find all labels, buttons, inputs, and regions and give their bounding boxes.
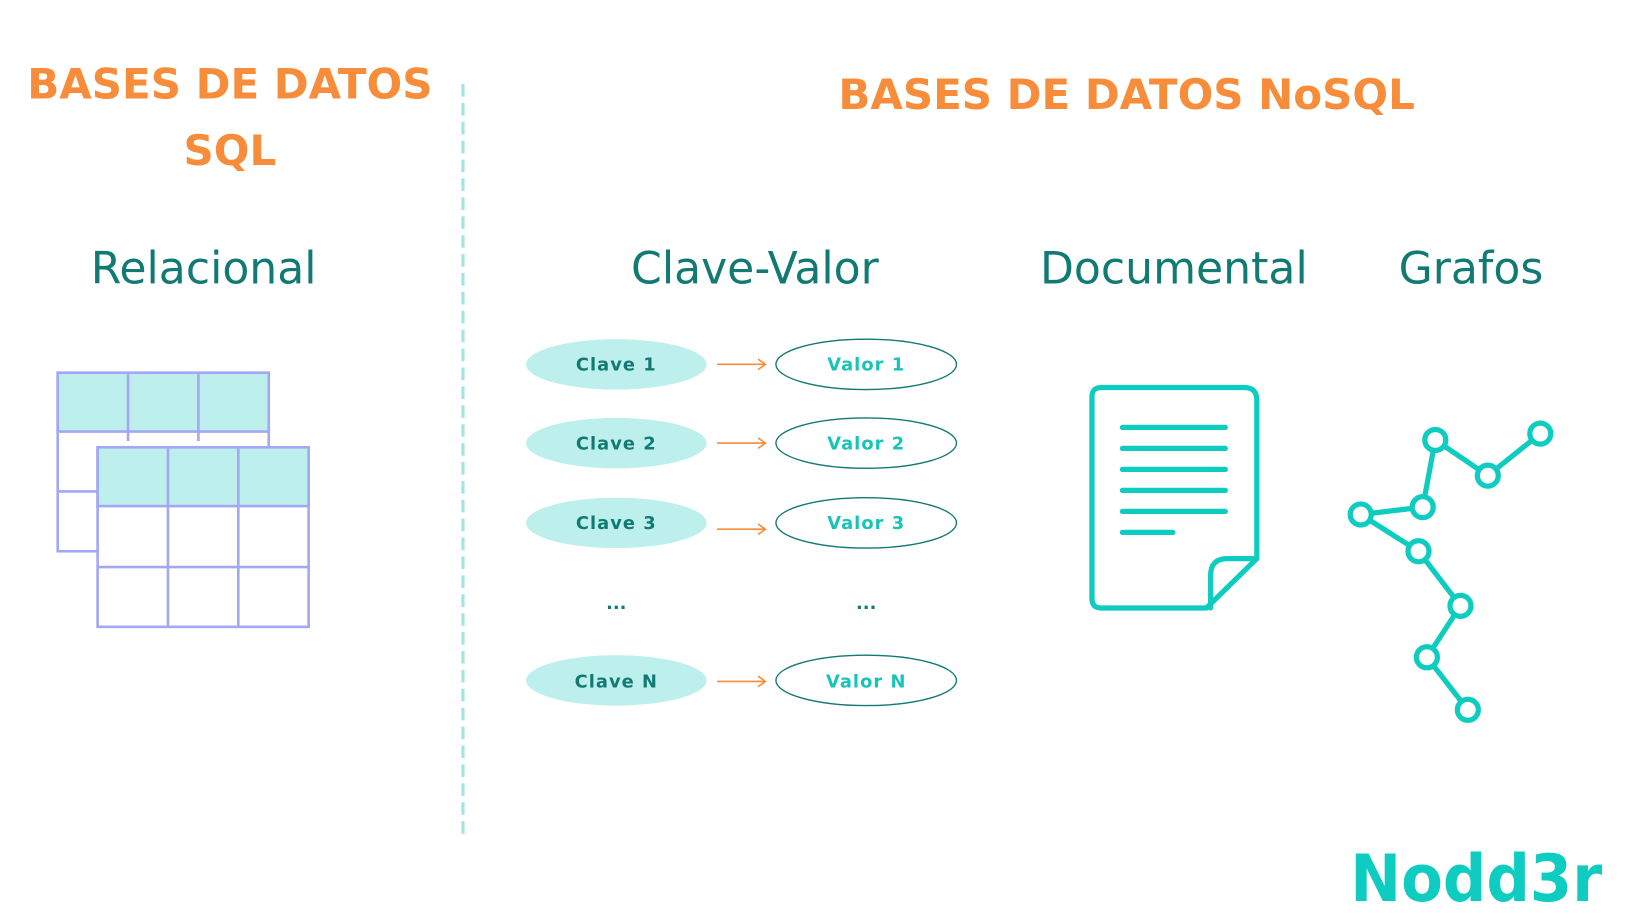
key-label: Clave N bbox=[575, 672, 658, 693]
arrow-right-icon bbox=[717, 358, 767, 371]
arrow-right-icon bbox=[717, 523, 767, 536]
table-icon bbox=[56, 371, 310, 629]
key-label: Clave 2 bbox=[576, 433, 657, 454]
graph-icon bbox=[1347, 420, 1554, 723]
category-documental: Documental bbox=[1040, 244, 1308, 295]
arrow-right-icon bbox=[717, 437, 767, 449]
kv-row-3: Clave 3 Valor 3 bbox=[526, 497, 958, 549]
value-label: Valor 2 bbox=[827, 433, 905, 454]
key-label: Clave 1 bbox=[576, 355, 657, 376]
document-icon bbox=[1089, 384, 1260, 611]
sql-title-line2: SQL bbox=[184, 126, 277, 175]
value-label: Valor N bbox=[826, 672, 906, 693]
arrow-right-icon bbox=[717, 675, 767, 688]
value-label: Valor 1 bbox=[827, 355, 905, 376]
sql-title-line1: BASES DE DATOS bbox=[27, 60, 432, 109]
kv-row-1: Clave 1 Valor 1 bbox=[526, 338, 958, 391]
nosql-title: BASES DE DATOS NoSQL bbox=[838, 70, 1415, 119]
key-label: Clave 3 bbox=[576, 513, 657, 534]
value-label: Valor 3 bbox=[827, 513, 905, 534]
nodd3r-logo: Nodd3r bbox=[1350, 842, 1602, 917]
value-ellipsis: ... bbox=[856, 593, 876, 614]
kv-row-n: Clave N Valor N bbox=[526, 654, 958, 707]
category-clave-valor: Clave-Valor bbox=[631, 244, 880, 295]
kv-row-2: Clave 2 Valor 2 bbox=[526, 417, 958, 469]
category-grafos: Grafos bbox=[1399, 244, 1544, 295]
kv-row-ellipsis: ... ... bbox=[606, 593, 876, 614]
category-relacional: Relacional bbox=[91, 244, 317, 295]
key-ellipsis: ... bbox=[606, 593, 626, 614]
